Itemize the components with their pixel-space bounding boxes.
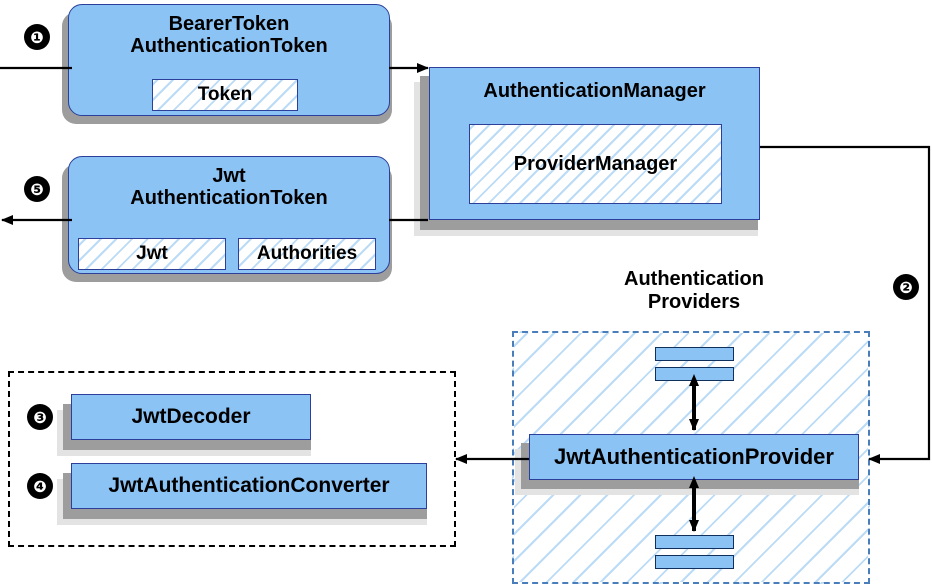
step-marker-2: ❷ bbox=[893, 274, 919, 300]
panel-token[interactable]: Token bbox=[152, 79, 298, 111]
provider-placeholder-bar-bottom-1 bbox=[655, 535, 734, 549]
node-jwt-decoder[interactable]: JwtDecoder bbox=[71, 394, 311, 440]
step-marker-4: ❹ bbox=[27, 473, 53, 499]
providers-title-line1: Authentication bbox=[624, 268, 764, 290]
bearer-token-title-line1: BearerToken bbox=[168, 13, 290, 35]
step-marker-3: ❸ bbox=[27, 404, 53, 430]
jwt-token-title-line2: AuthenticationToken bbox=[130, 187, 328, 210]
providers-title-line2: Providers bbox=[647, 291, 741, 313]
node-jwt-authentication-provider[interactable]: JwtAuthenticationProvider bbox=[529, 434, 859, 480]
step-marker-5: ❺ bbox=[24, 176, 50, 202]
provider-placeholder-bar-bottom-2 bbox=[655, 555, 734, 569]
node-jwt-authentication-converter[interactable]: JwtAuthenticationConverter bbox=[71, 463, 427, 509]
provider-placeholder-bar-top-1 bbox=[655, 347, 734, 361]
provider-placeholder-bar-top-2 bbox=[655, 367, 734, 381]
panel-jwt[interactable]: Jwt bbox=[78, 238, 226, 270]
jwt-token-title-line1: Jwt bbox=[212, 165, 246, 187]
panel-authorities[interactable]: Authorities bbox=[238, 238, 376, 270]
authentication-manager-title: AuthenticationManager bbox=[483, 80, 706, 102]
panel-provider-manager[interactable]: ProviderManager bbox=[469, 124, 722, 204]
bearer-token-title-line2: AuthenticationToken bbox=[130, 35, 328, 58]
step-marker-1: ❶ bbox=[24, 24, 50, 50]
authentication-providers-title: Authentication Providers bbox=[560, 268, 828, 314]
